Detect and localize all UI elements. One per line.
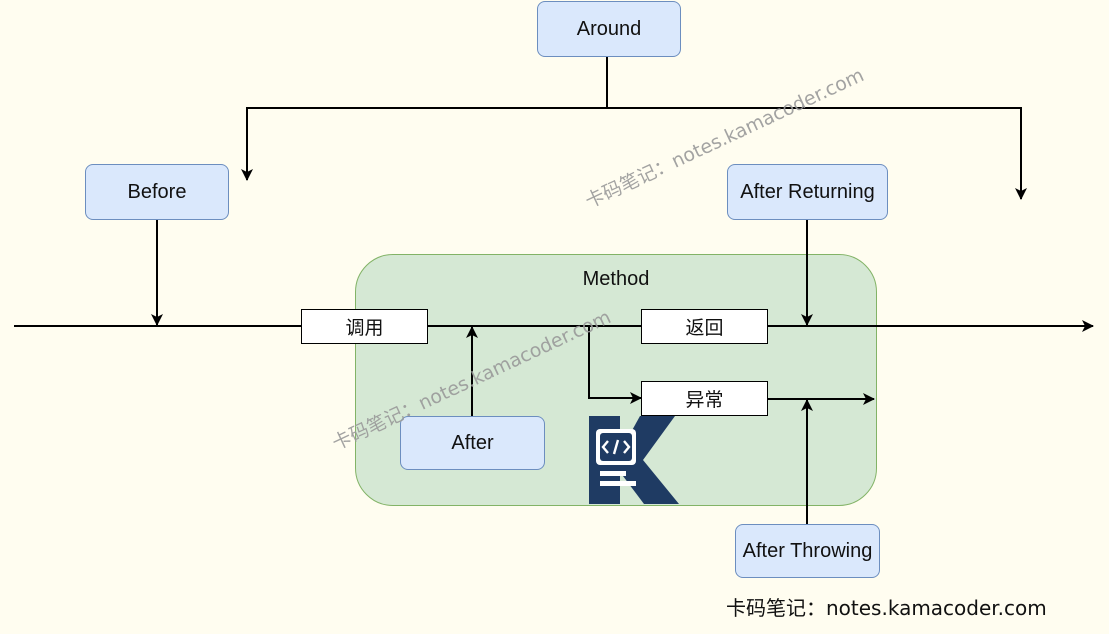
before-node: Before: [85, 164, 229, 220]
exception-branch: [588, 326, 642, 404]
around-node: Around: [537, 1, 681, 57]
after-throwing-node: After Throwing: [735, 524, 880, 578]
after-returning-node: After Returning: [727, 164, 888, 220]
exception-node: 异常: [641, 381, 768, 416]
kamacoder-logo-icon: [589, 416, 679, 504]
around-branch-right: [607, 107, 1027, 200]
after-node: After: [400, 416, 545, 470]
around-branch-left: [241, 107, 607, 181]
return-node: 返回: [641, 309, 768, 344]
invoke-node: 调用: [301, 309, 428, 344]
method-label: Method: [582, 268, 650, 290]
footer-watermark: 卡码笔记：notes.kamacoder.com: [726, 596, 1047, 620]
